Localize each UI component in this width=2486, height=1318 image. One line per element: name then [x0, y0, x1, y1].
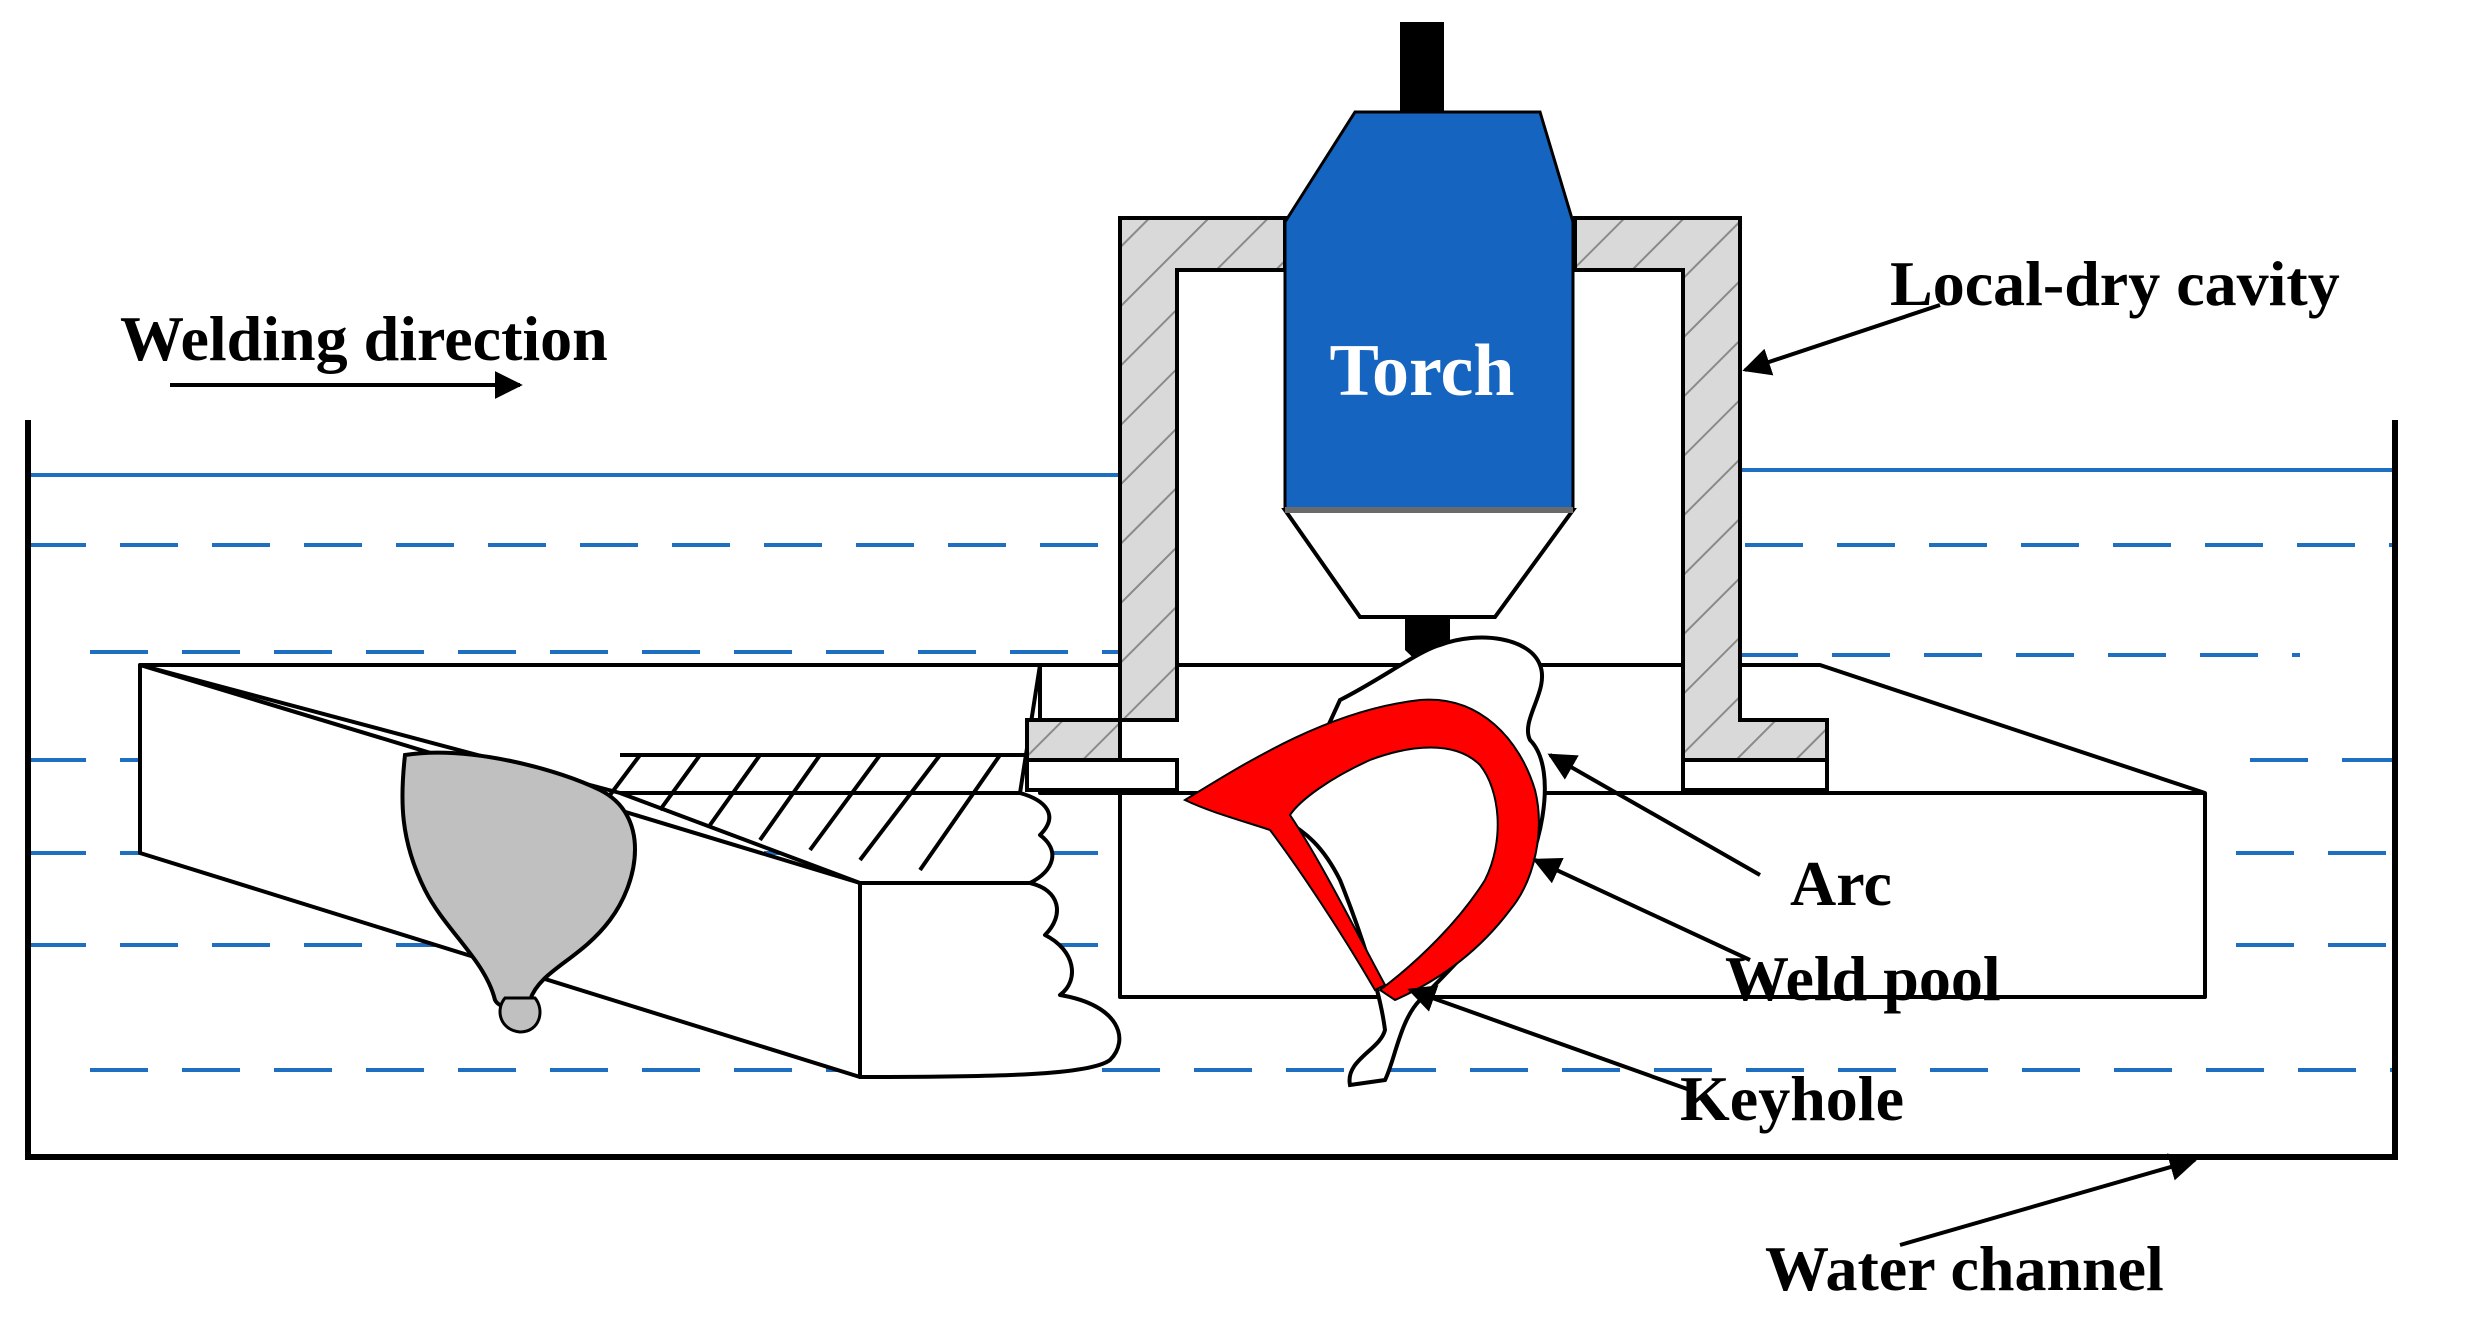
- local-dry-cavity-label: Local-dry cavity: [1890, 248, 2340, 319]
- left-plate-front: [858, 881, 1122, 1079]
- weld-root-bead: [498, 996, 542, 1034]
- weld-pool: [1182, 698, 1540, 1002]
- right-plate: [1038, 663, 2207, 999]
- cavity-leader: [1742, 303, 1941, 376]
- water-channel: [25, 420, 2398, 1160]
- arc-label: Arc: [1790, 848, 1892, 919]
- weld-bead-hatch: [608, 753, 1040, 872]
- cavity-seal-left: [1025, 758, 1179, 792]
- weld-pool-label: Weld pool: [1725, 943, 2001, 1014]
- weld-pool-leader: [1532, 857, 1751, 962]
- torch-label: Torch: [1329, 330, 1514, 412]
- arc-leader: [1547, 753, 1761, 877]
- local-dry-cavity: [1025, 216, 1829, 792]
- weld-cross-section: [400, 750, 637, 1010]
- welding-direction-label: Welding direction: [120, 303, 608, 374]
- torch-body: [1283, 110, 1575, 512]
- left-plate-top-edge: [619, 791, 1055, 885]
- keyhole-label: Keyhole: [1680, 1063, 1904, 1134]
- keyhole-leader: [1407, 985, 1691, 1092]
- water-channel-label: Water channel: [1765, 1233, 2164, 1304]
- torch-nozzle: [1281, 508, 1577, 619]
- torch-cable: [1400, 22, 1444, 112]
- cavity-seal-right: [1681, 758, 1829, 792]
- torch: [1281, 22, 1577, 672]
- leader-arrows: [1407, 303, 2198, 1247]
- water-channel-leader: [1899, 1153, 2198, 1247]
